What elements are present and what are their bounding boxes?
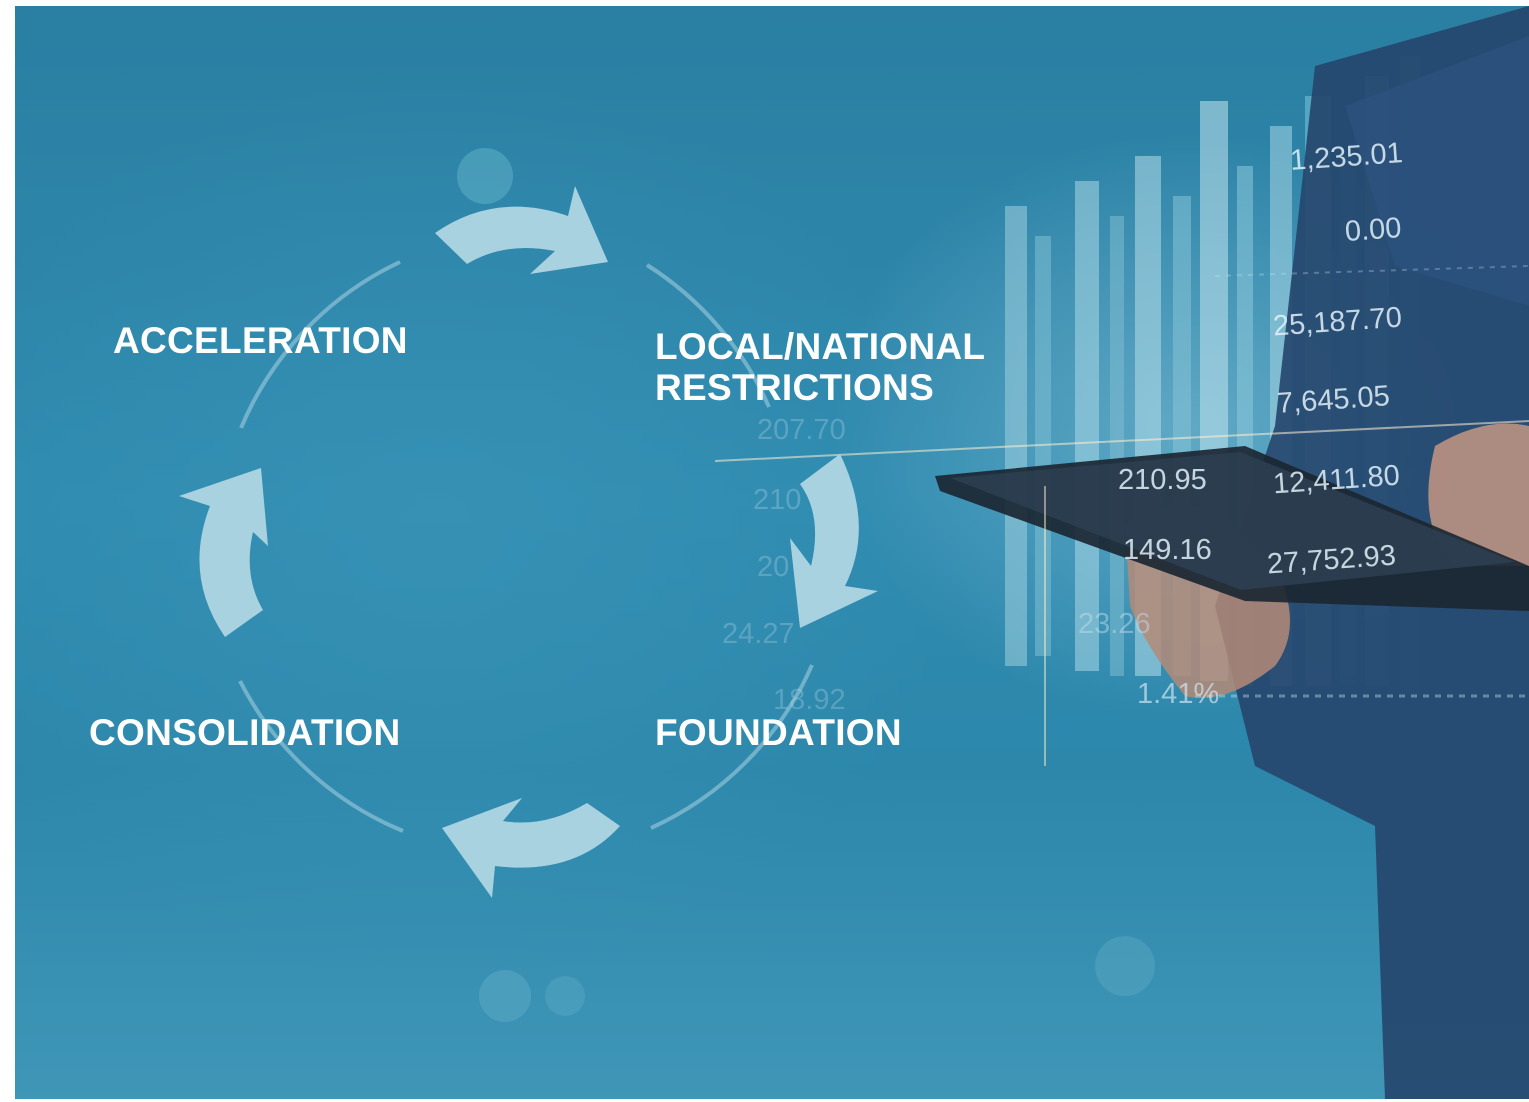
background-illustration <box>457 6 1529 1099</box>
stage-label-consolidation: CONSOLIDATION <box>89 712 401 753</box>
ticker-value: 210.95 <box>1118 464 1207 496</box>
ring-segment <box>238 680 404 833</box>
diagram-canvas: 1,235.01 0.00 25,187.70 7,645.05 12,411.… <box>15 6 1529 1099</box>
arrow-right-icon <box>790 454 878 628</box>
ticker-value: 149.16 <box>1123 534 1212 566</box>
ring-segment <box>650 664 814 830</box>
stage-label-foundation: FOUNDATION <box>655 712 902 753</box>
stage-label-local-national-restrictions: LOCAL/NATIONAL RESTRICTIONS <box>655 326 985 408</box>
arrow-left-icon <box>179 468 268 637</box>
ring-segment <box>239 260 401 429</box>
ticker-value: 1.41% <box>1137 678 1220 710</box>
faint-value: 207.70 <box>757 414 846 446</box>
faint-value: 210 <box>753 484 802 516</box>
arrow-bottom-icon <box>442 798 620 898</box>
cycle-diagram <box>179 186 878 898</box>
ring-segment <box>645 263 771 408</box>
arrow-top-icon <box>435 186 608 274</box>
ticker-value: 23.26 <box>1078 608 1151 640</box>
faint-value: 24.27 <box>722 618 795 650</box>
stage-label-acceleration: ACCELERATION <box>113 320 408 361</box>
faint-value: 20 <box>757 551 790 583</box>
